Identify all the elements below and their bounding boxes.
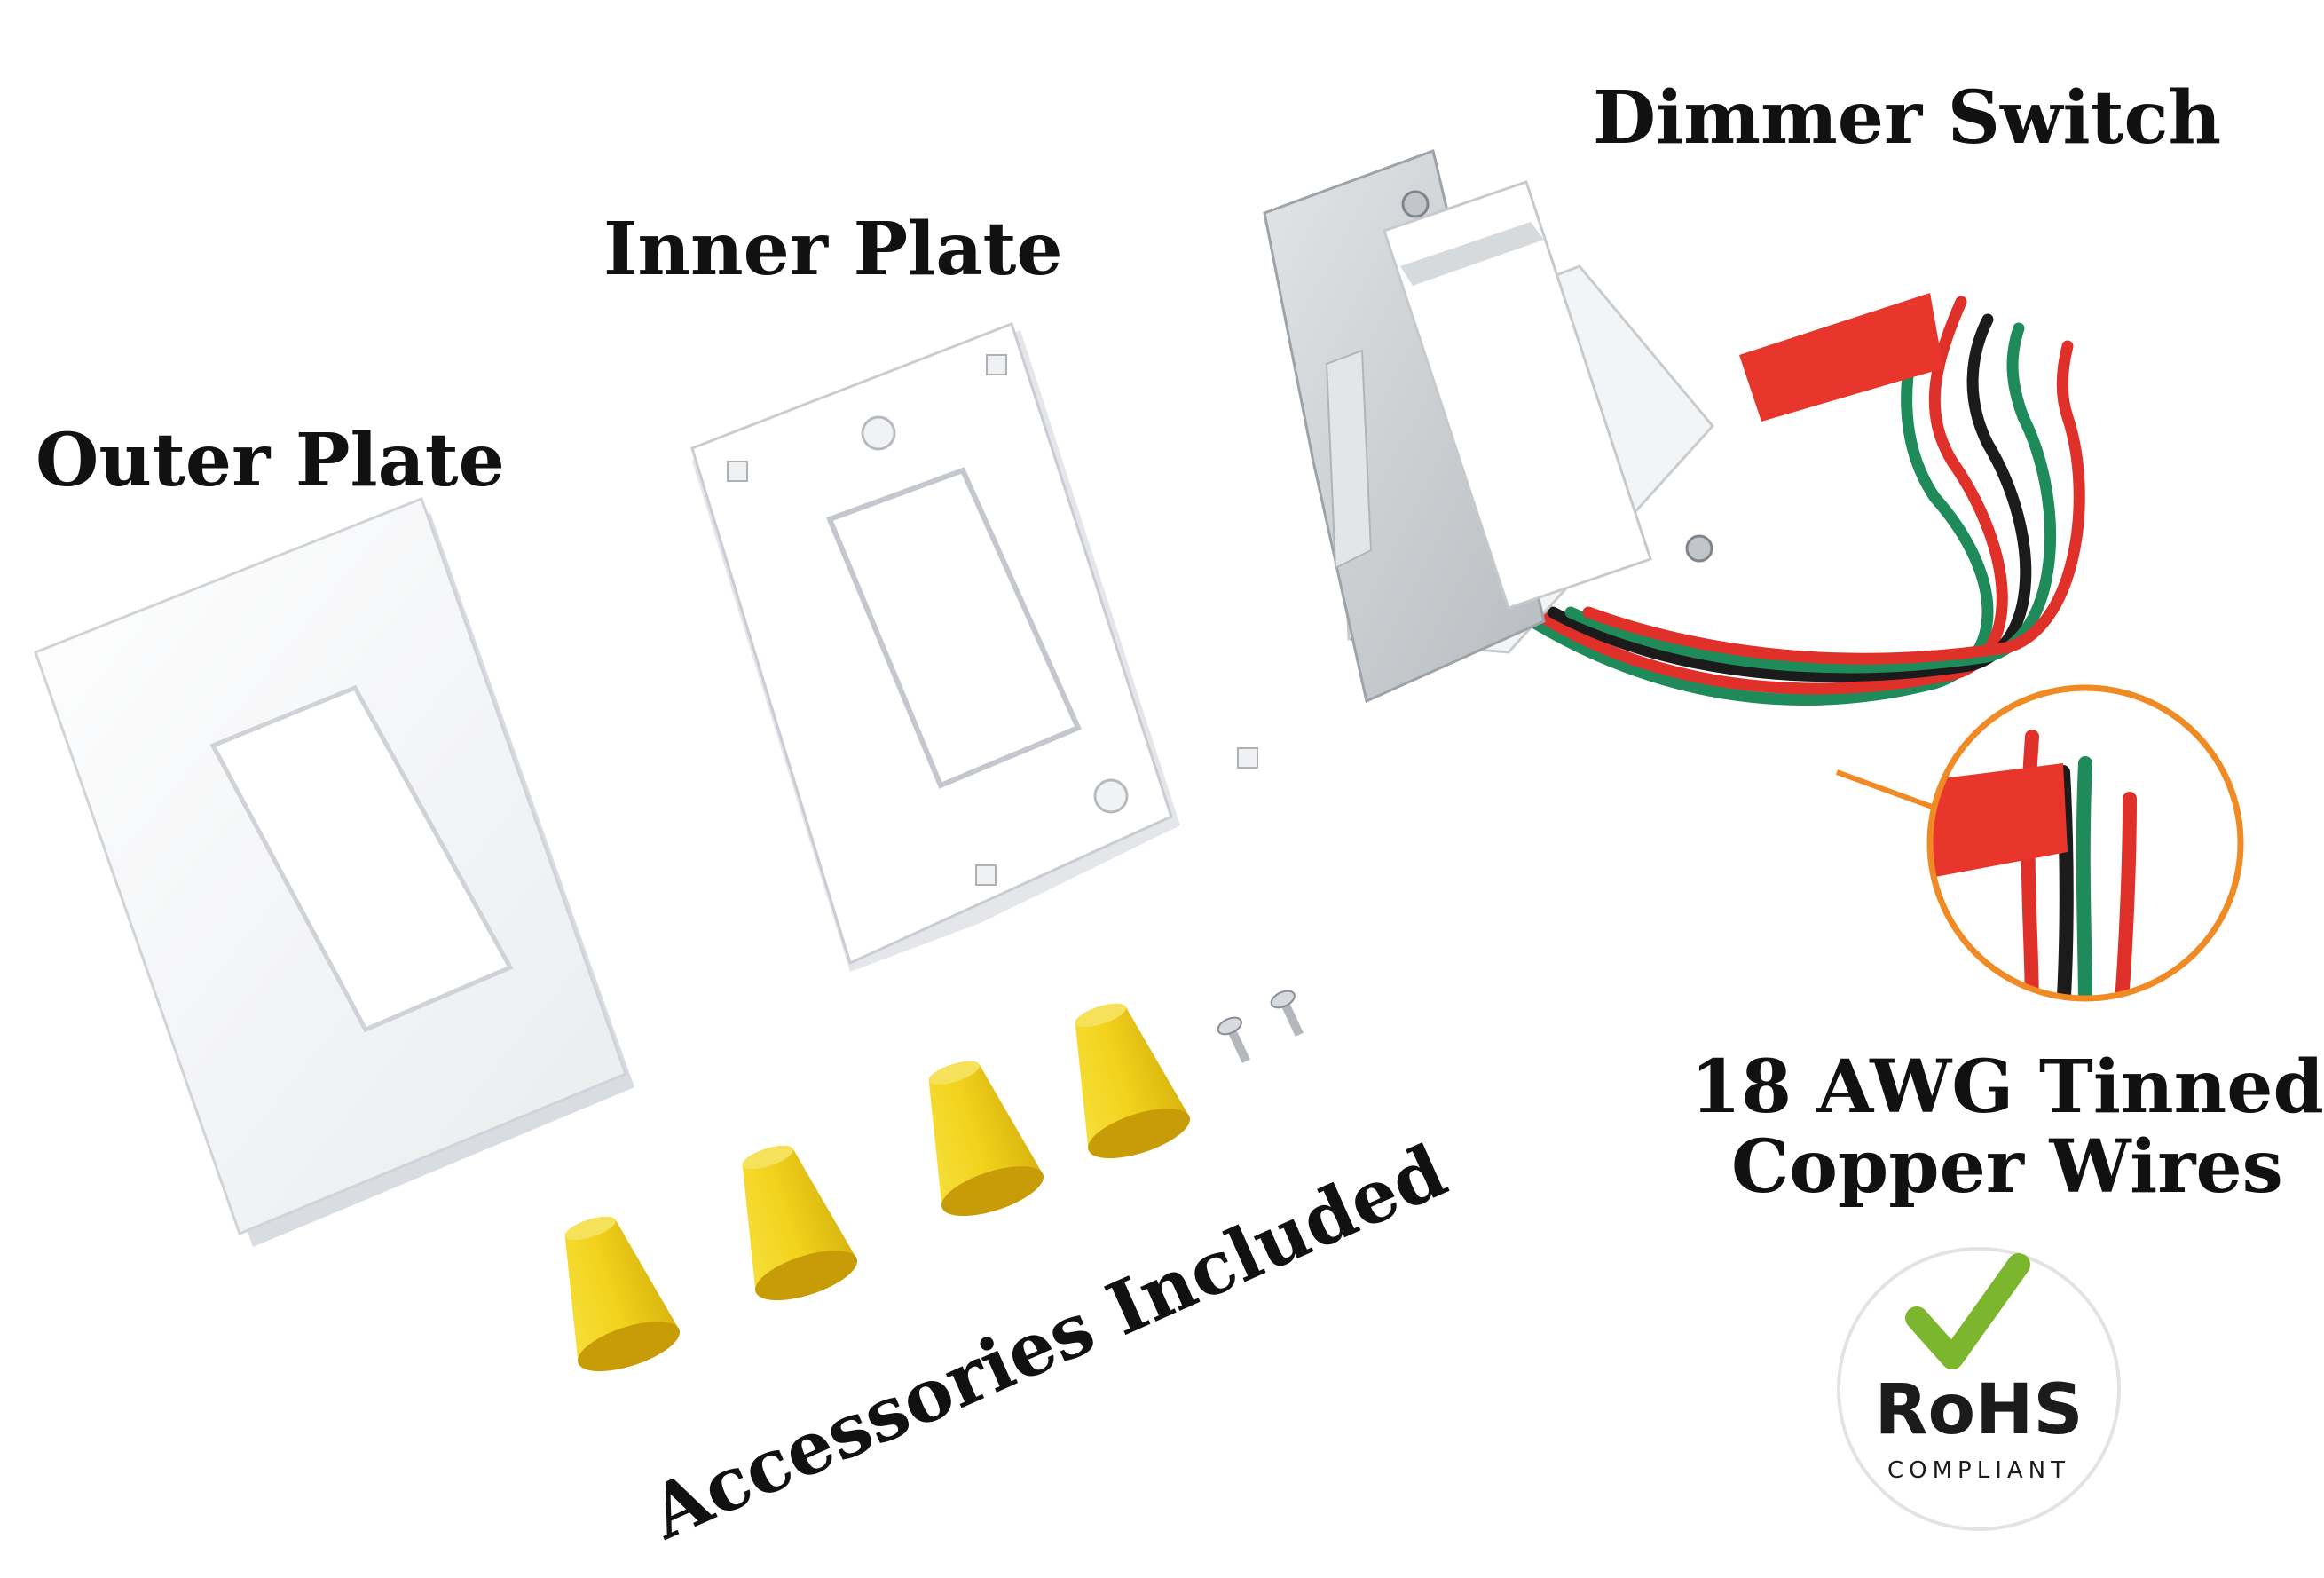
inner-plate — [690, 322, 1258, 972]
wire-spec-label: 18 AWG Tinned Copper Wires — [1690, 1045, 2324, 1211]
wire-nuts — [564, 1003, 1191, 1372]
outer-plate — [34, 497, 634, 1247]
rohs-title: RoHS — [1874, 1370, 2083, 1450]
wire-spec-line2: Copper Wires — [1730, 1124, 2283, 1211]
wire-zoom-detail — [1835, 684, 2244, 1002]
dimmer-switch-label: Dimmer Switch — [1593, 75, 2222, 161]
rohs-badge: RoHS COMPLIANT — [1837, 1247, 2121, 1531]
warning-tag — [1739, 293, 1943, 422]
inner-plate-label: Inner Plate — [603, 207, 1063, 292]
product-illustration: RoHS COMPLIANT — [34, 149, 2244, 1531]
dimmer-switch — [1263, 149, 1714, 704]
outer-plate-label: Outer Plate — [35, 418, 505, 503]
rohs-check-icon — [1905, 1253, 2030, 1369]
dimmer-wires — [1511, 296, 2085, 706]
wire-spec-line1: 18 AWG Tinned — [1690, 1045, 2324, 1130]
mounting-screws — [1217, 990, 1304, 1063]
rohs-subtitle: COMPLIANT — [1887, 1457, 2070, 1484]
